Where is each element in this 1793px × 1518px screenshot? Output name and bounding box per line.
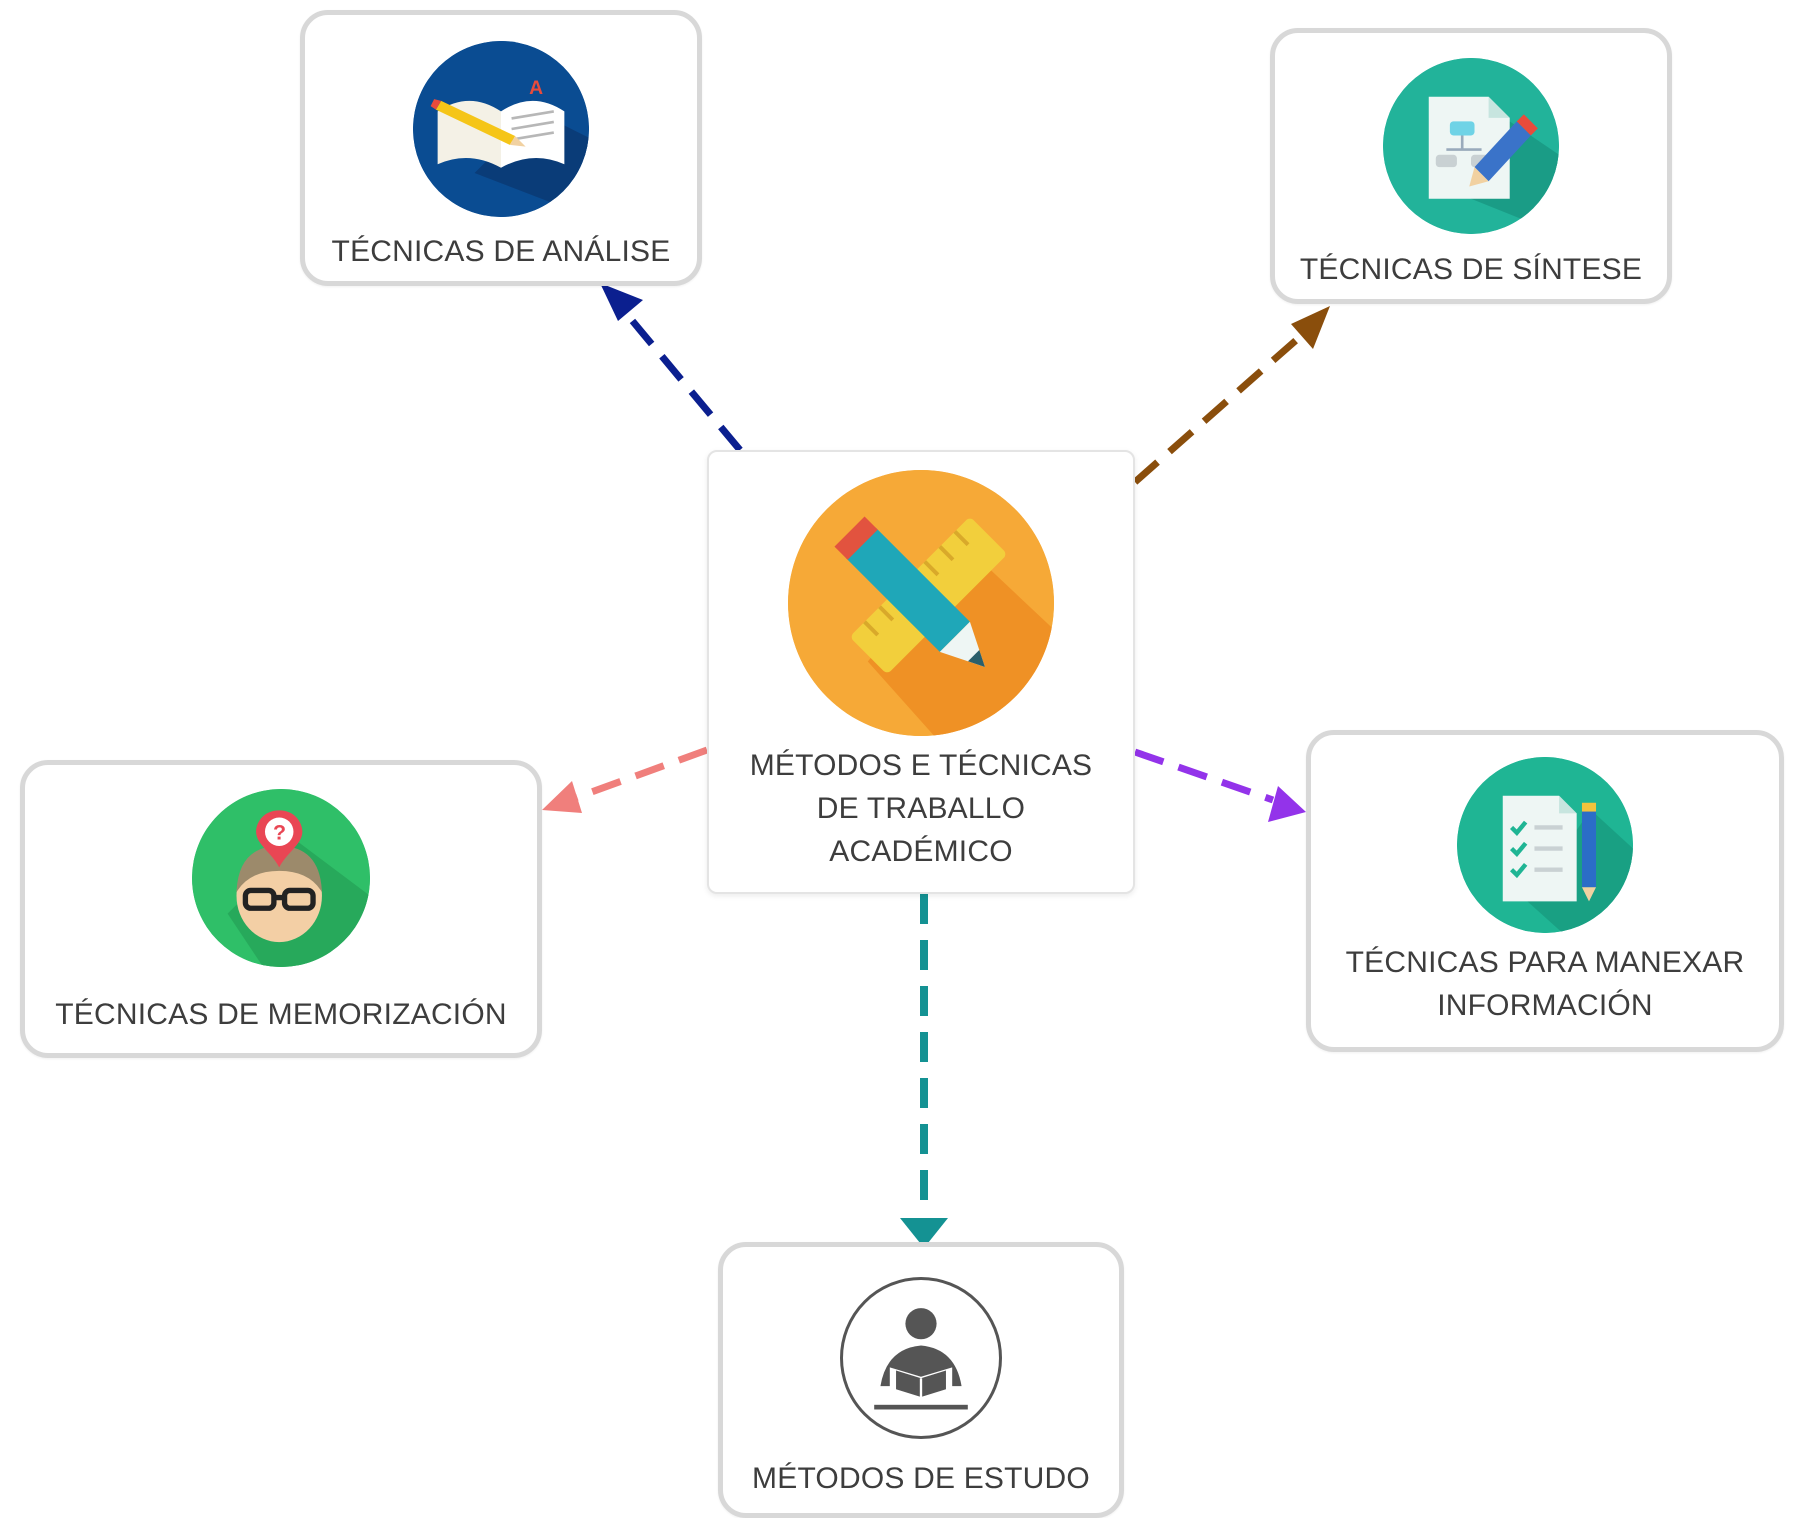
node-central-metodos-e-tecnicas[interactable]: MÉTODOS E TÉCNICAS DE TRABALLO ACADÉMICO <box>707 450 1135 894</box>
arrow-to-memorizacion <box>542 746 709 813</box>
arrow-to-estudo <box>900 894 948 1248</box>
checklist-pencil-icon <box>1457 757 1633 933</box>
person-reading-icon <box>840 1277 1002 1439</box>
svg-text:?: ? <box>273 821 286 845</box>
node-label: MÉTODOS DE ESTUDO <box>752 1462 1090 1495</box>
node-label: TÉCNICAS DE MEMORIZACIÓN <box>55 998 507 1031</box>
central-node-label: MÉTODOS E TÉCNICAS DE TRABALLO ACADÉMICO <box>749 749 1093 868</box>
node-metodos-de-estudo[interactable]: MÉTODOS DE ESTUDO <box>718 1242 1124 1518</box>
arrow-to-manexar <box>1133 748 1306 822</box>
node-tecnicas-de-sintese[interactable]: TÉCNICAS DE SÍNTESE <box>1270 28 1672 304</box>
svg-text:A: A <box>529 77 543 99</box>
node-tecnicas-para-manexar-informacion[interactable]: TÉCNICAS PARA MANEXAR INFORMACIÓN <box>1306 730 1784 1052</box>
thinking-person-icon: ? <box>192 789 370 967</box>
document-diagram-pencil-icon <box>1383 58 1559 234</box>
node-tecnicas-de-memorizacion[interactable]: ? TÉCNICAS DE MEMORIZACIÓN <box>20 760 542 1058</box>
arrow-to-analise <box>600 283 743 453</box>
pencil-ruler-icon <box>788 470 1054 736</box>
node-tecnicas-de-analise[interactable]: A TÉCNICAS DE ANÁLISE <box>300 10 702 286</box>
arrow-to-sintese <box>1132 306 1330 485</box>
node-label: TÉCNICAS PARA MANEXAR INFORMACIÓN <box>1345 946 1745 1022</box>
open-book-pencil-icon: A <box>413 41 589 217</box>
node-label: TÉCNICAS DE ANÁLISE <box>331 235 671 268</box>
node-label: TÉCNICAS DE SÍNTESE <box>1299 253 1643 286</box>
